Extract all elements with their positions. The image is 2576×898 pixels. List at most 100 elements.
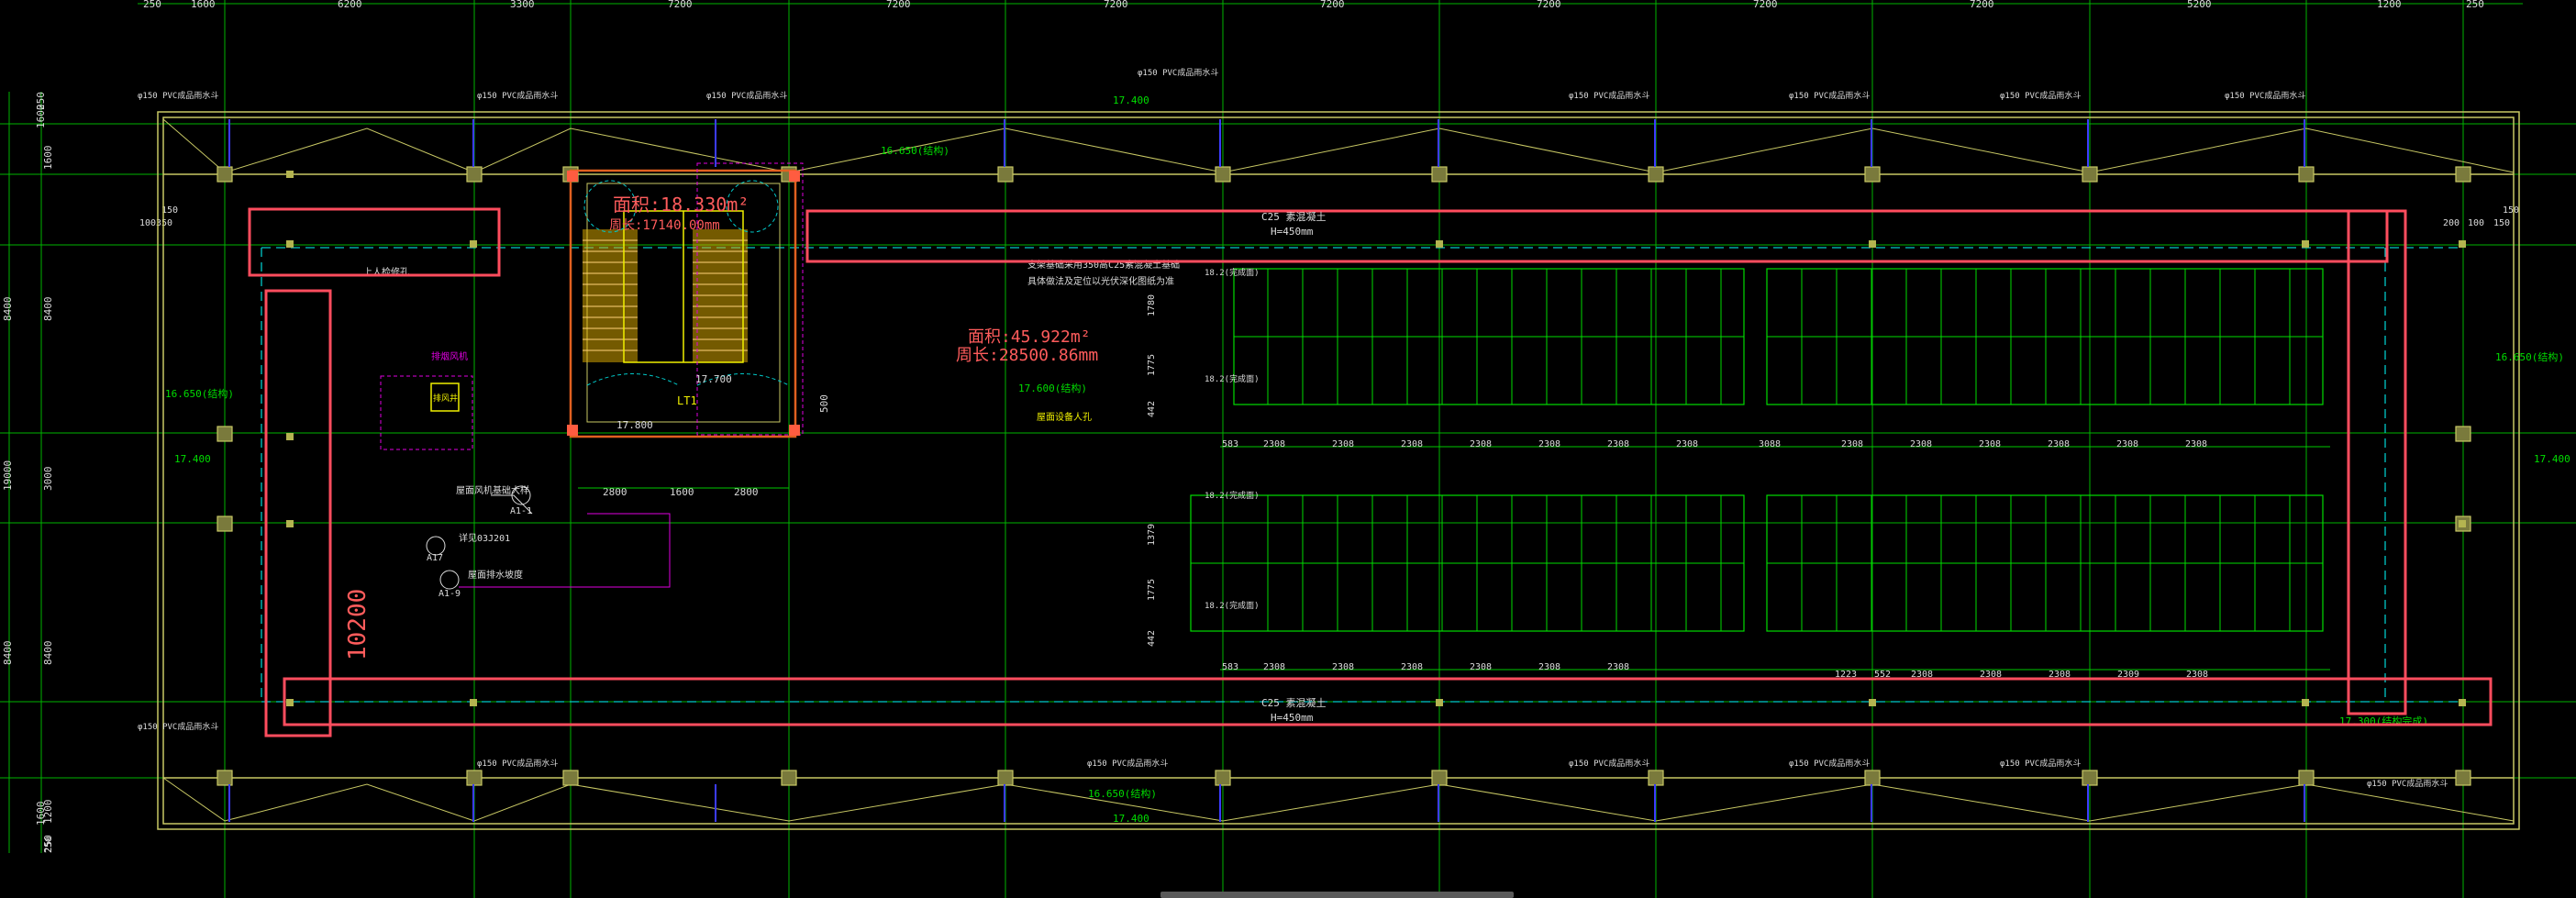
- left-dim-3: 8400: [2, 297, 14, 322]
- zone-bottom-strip: [283, 677, 2493, 726]
- left-small-dim-6: 250: [44, 837, 54, 853]
- bay-label-2: 18.2(完成面): [1205, 373, 1260, 384]
- bay-top-dim-9: 2308: [1841, 439, 1863, 449]
- left-small-dim-7: 350: [156, 218, 172, 228]
- bay-side-5: 442: [1147, 630, 1157, 647]
- stair-dim-a: 2800: [603, 486, 627, 498]
- bay-bot-dim-8: 552: [1874, 670, 1891, 680]
- left-small-dim-4: 150: [2503, 205, 2519, 216]
- top-dim-0: 250: [143, 0, 161, 10]
- pv-bay-dims-top: 583 2308 2308 2308 2308 2308 2308 2308 3…: [1220, 439, 2330, 449]
- bay-label-4: 18.2(完成面): [1205, 600, 1260, 611]
- elev-6: 16.650(结构): [2495, 350, 2564, 363]
- top-dimension-line: 250 1600 6200 3300 7200 7200 7200 7200 7…: [138, 0, 2523, 10]
- top-dim-10: 7200: [1970, 0, 1994, 10]
- pvc-tag-13: φ150 PVC成品雨水斗: [1789, 758, 1870, 769]
- elev-9: 16.650(结构): [1088, 787, 1157, 800]
- pv-bay-dims-bot: 583 2308 2308 2308 2308 2308 2308 1223 5…: [1220, 662, 2330, 680]
- fan-room-label: 排风井: [433, 393, 458, 404]
- left-dim-5: 3000: [42, 467, 54, 492]
- horizontal-scrollbar[interactable]: [1160, 892, 1514, 898]
- pvc-tag-8: φ150 PVC成品雨水斗: [2225, 90, 2305, 101]
- bay-top-dim-11: 2308: [1979, 439, 2001, 449]
- left-dim-11: 1200: [42, 800, 54, 825]
- stair-dim-h: 500: [818, 394, 830, 413]
- bay-side-1: 1775: [1147, 354, 1157, 376]
- elev-4: 16.650(结构): [165, 387, 234, 400]
- left-dim-9: 1600: [35, 802, 47, 826]
- bay-top-dim-0: 583: [1222, 439, 1238, 449]
- bay-top-dim-10: 2308: [1910, 439, 1932, 449]
- top-dim-1: 1600: [191, 0, 216, 10]
- bay-top-dim-2: 2308: [1332, 439, 1354, 449]
- elev-1: 17.400: [1113, 94, 1149, 106]
- bay-side-2: 442: [1147, 401, 1157, 417]
- pvc-tag-6: φ150 PVC成品雨水斗: [1789, 90, 1870, 101]
- bay-bot-dim-5: 2308: [1538, 662, 1560, 672]
- bay-top-dim-6: 2308: [1607, 439, 1629, 449]
- elev-mid: 17.600(结构): [1018, 382, 1087, 394]
- elev-5: 17.400: [2534, 453, 2570, 465]
- stair-area: 面积:18.330m²: [613, 194, 749, 216]
- stair-block: 面积:18.330m² 周长:17140.00mm LT1 17.800 17.…: [567, 162, 830, 498]
- pvc-tag-15: φ150 PVC成品雨水斗: [2367, 778, 2448, 789]
- note-line-3: 屋面排水坡度: [468, 569, 523, 581]
- bay-bot-dim-7: 1223: [1835, 670, 1857, 680]
- pvc-tag-7: φ150 PVC成品雨水斗: [2000, 90, 2081, 101]
- bay-top-dim-13: 2308: [2116, 439, 2138, 449]
- bay-bot-dim-3: 2308: [1401, 662, 1423, 672]
- pvc-tags: φ150 PVC成品雨水斗 φ150 PVC成品雨水斗 φ150 PVC成品雨水…: [138, 67, 2448, 789]
- pvc-tag-12: φ150 PVC成品雨水斗: [1569, 758, 1649, 769]
- bay-bot-dim-2: 2308: [1332, 662, 1354, 672]
- top-dim-12: 1200: [2377, 0, 2402, 10]
- left-dim-8: 8400: [42, 641, 54, 666]
- stair-perimeter: 周长:17140.00mm: [609, 218, 720, 233]
- slab-bot-thick: H=450mm: [1271, 712, 1314, 724]
- pvc-tag-3: φ150 PVC成品雨水斗: [706, 90, 787, 101]
- left-dim-7: 8400: [2, 641, 14, 666]
- slab-notes: C25 素混凝土 H=450mm C25 素混凝土 H=450mm: [1261, 210, 1327, 724]
- note-line-1: 屋面风机基础大样: [456, 484, 529, 496]
- bay-top-dim-5: 2308: [1538, 439, 1560, 449]
- bay-bot-dim-13: 2308: [2186, 670, 2208, 680]
- pvc-tag-11: φ150 PVC成品雨水斗: [1087, 758, 1168, 769]
- pvc-tag-1: φ150 PVC成品雨水斗: [138, 90, 218, 101]
- bay-bot-dim-0: 583: [1222, 662, 1238, 672]
- pvc-tag-10: φ150 PVC成品雨水斗: [477, 758, 558, 769]
- main-area: 面积:45.922m²: [968, 327, 1091, 347]
- slab-top-thick: H=450mm: [1271, 226, 1314, 238]
- zone-top-strip: [805, 209, 2389, 263]
- area-annotations: 面积:45.922m² 周长:28500.86mm 10200: [344, 327, 1098, 660]
- ref-2: A17: [427, 553, 443, 563]
- pvc-tag-2: φ150 PVC成品雨水斗: [477, 90, 558, 101]
- ref-1: A1-1: [510, 506, 532, 516]
- top-dim-3: 3300: [510, 0, 535, 10]
- pv-bay-side-dims: 1780 1775 442 1379 1775 442: [1147, 294, 1157, 647]
- left-dim-1: 1600: [42, 146, 54, 171]
- left-strip-height: 10200: [344, 589, 372, 660]
- exhaust-fan: 排风井 排烟风机: [380, 350, 473, 450]
- elev-2: 16.650(结构): [881, 144, 949, 157]
- left-small-dim-2: 100: [2468, 218, 2484, 228]
- top-dim-9: 7200: [1753, 0, 1778, 10]
- top-dim-6: 7200: [1104, 0, 1128, 10]
- bay-bot-dim-9: 2308: [1911, 670, 1933, 680]
- top-dim-13: 250: [2466, 0, 2484, 10]
- bay-bot-dim-1: 2308: [1263, 662, 1285, 672]
- stair-elev-b: 17.700: [695, 373, 732, 385]
- left-small-dim-5: 200: [2443, 218, 2459, 228]
- top-dim-7: 7200: [1320, 0, 1345, 10]
- top-dim-5: 7200: [886, 0, 911, 10]
- bay-bot-dim-6: 2308: [1607, 662, 1629, 672]
- bay-bot-dim-4: 2308: [1470, 662, 1492, 672]
- left-dim-4: 8400: [42, 297, 54, 322]
- note-line-2: 详见03J201: [459, 532, 510, 544]
- stair-dim-b: 1600: [670, 486, 694, 498]
- columns: [217, 166, 2471, 786]
- pvc-tag-14: φ150 PVC成品雨水斗: [2000, 758, 2081, 769]
- bay-side-4: 1775: [1147, 579, 1157, 601]
- top-dim-8: 7200: [1537, 0, 1561, 10]
- left-small-dim-1: 150: [161, 205, 178, 216]
- bay-side-0: 1780: [1147, 294, 1157, 316]
